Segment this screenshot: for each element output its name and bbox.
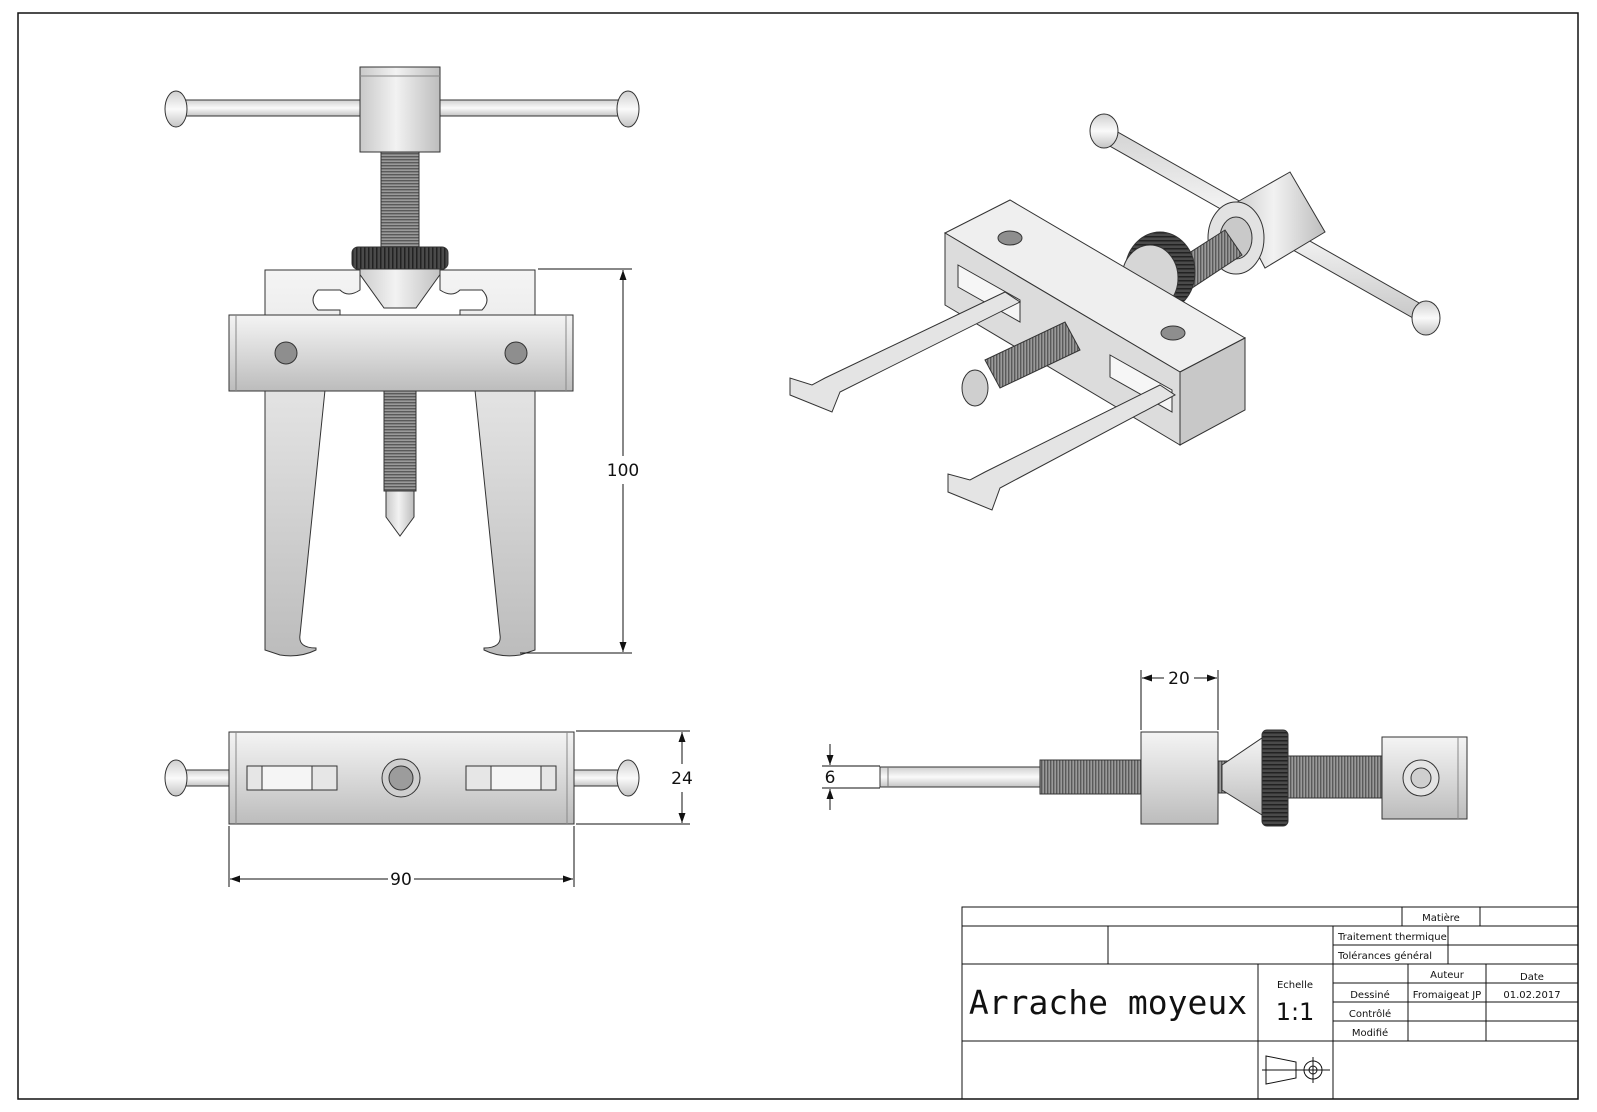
knurled-nut — [351, 246, 449, 270]
dimension-20: 20 — [1140, 669, 1219, 730]
iso-arm-2 — [947, 384, 1176, 511]
iso-screw-point — [961, 369, 989, 407]
auteur-value: Fromaigeat JP — [1413, 990, 1481, 1001]
isometric-view — [789, 113, 1441, 511]
iso-bar-side — [1179, 337, 1246, 446]
tolerances-label: Tolérances général — [1337, 950, 1432, 962]
side-view — [879, 729, 1468, 827]
echelle-value: 1:1 — [1276, 998, 1315, 1026]
side-cone — [1221, 737, 1263, 816]
side-thread-left — [1039, 759, 1143, 795]
echelle-label: Echelle — [1277, 980, 1313, 991]
screw-point — [385, 490, 415, 537]
screw-thread-lower — [383, 390, 417, 492]
screw-thread-upper — [380, 151, 420, 249]
handle-end-left — [164, 90, 188, 128]
iso-lower-thread — [984, 321, 1081, 389]
first-angle-projection-icon — [1262, 1055, 1330, 1085]
front-view — [164, 66, 640, 657]
dimension-6: 6 — [822, 744, 880, 810]
iso-arm-1 — [789, 291, 1021, 413]
pin-right — [504, 341, 528, 365]
dim-label-20: 20 — [1168, 669, 1190, 689]
auteur-label: Auteur — [1430, 970, 1465, 981]
dim-label-90: 90 — [390, 870, 412, 890]
side-block — [1140, 731, 1219, 825]
side-knurled-nut — [1261, 729, 1289, 827]
title-block — [961, 906, 1579, 1100]
pin-left — [274, 341, 298, 365]
nut-cone — [355, 268, 445, 309]
dimension-24: 24 — [576, 730, 693, 825]
controle-label: Contrôlé — [1349, 1008, 1391, 1020]
side-thread-right — [1287, 755, 1384, 799]
iso-pin-1 — [997, 230, 1023, 246]
traitement-label: Traitement thermique — [1337, 932, 1447, 943]
dimension-100: 100 — [520, 268, 639, 654]
sheet-frame — [17, 12, 1579, 1100]
date-label: Date — [1520, 972, 1544, 983]
dim-label-6: 6 — [825, 768, 836, 788]
title-block-text: Matière Traitement thermique Tolérances … — [969, 912, 1561, 1039]
top-handle-end-right — [616, 759, 640, 797]
matiere-label: Matière — [1422, 912, 1460, 924]
iso-pin-2 — [1160, 325, 1186, 341]
handle-cylinder — [359, 66, 441, 153]
iso-handle-end-bottom — [1411, 300, 1441, 336]
drawing-title: Arrache moyeux — [969, 983, 1247, 1022]
dim-label-100: 100 — [607, 461, 639, 481]
date-value: 01.02.2017 — [1503, 990, 1560, 1001]
dimension-90: 90 — [228, 826, 575, 890]
iso-handle-end-top — [1089, 113, 1119, 149]
handle-end-right — [616, 90, 640, 128]
modifie-label: Modifié — [1352, 1027, 1388, 1039]
dim-label-24: 24 — [671, 769, 693, 789]
top-handle-end-left — [164, 759, 188, 797]
dessine-label: Dessiné — [1350, 989, 1390, 1001]
top-view — [164, 731, 640, 825]
